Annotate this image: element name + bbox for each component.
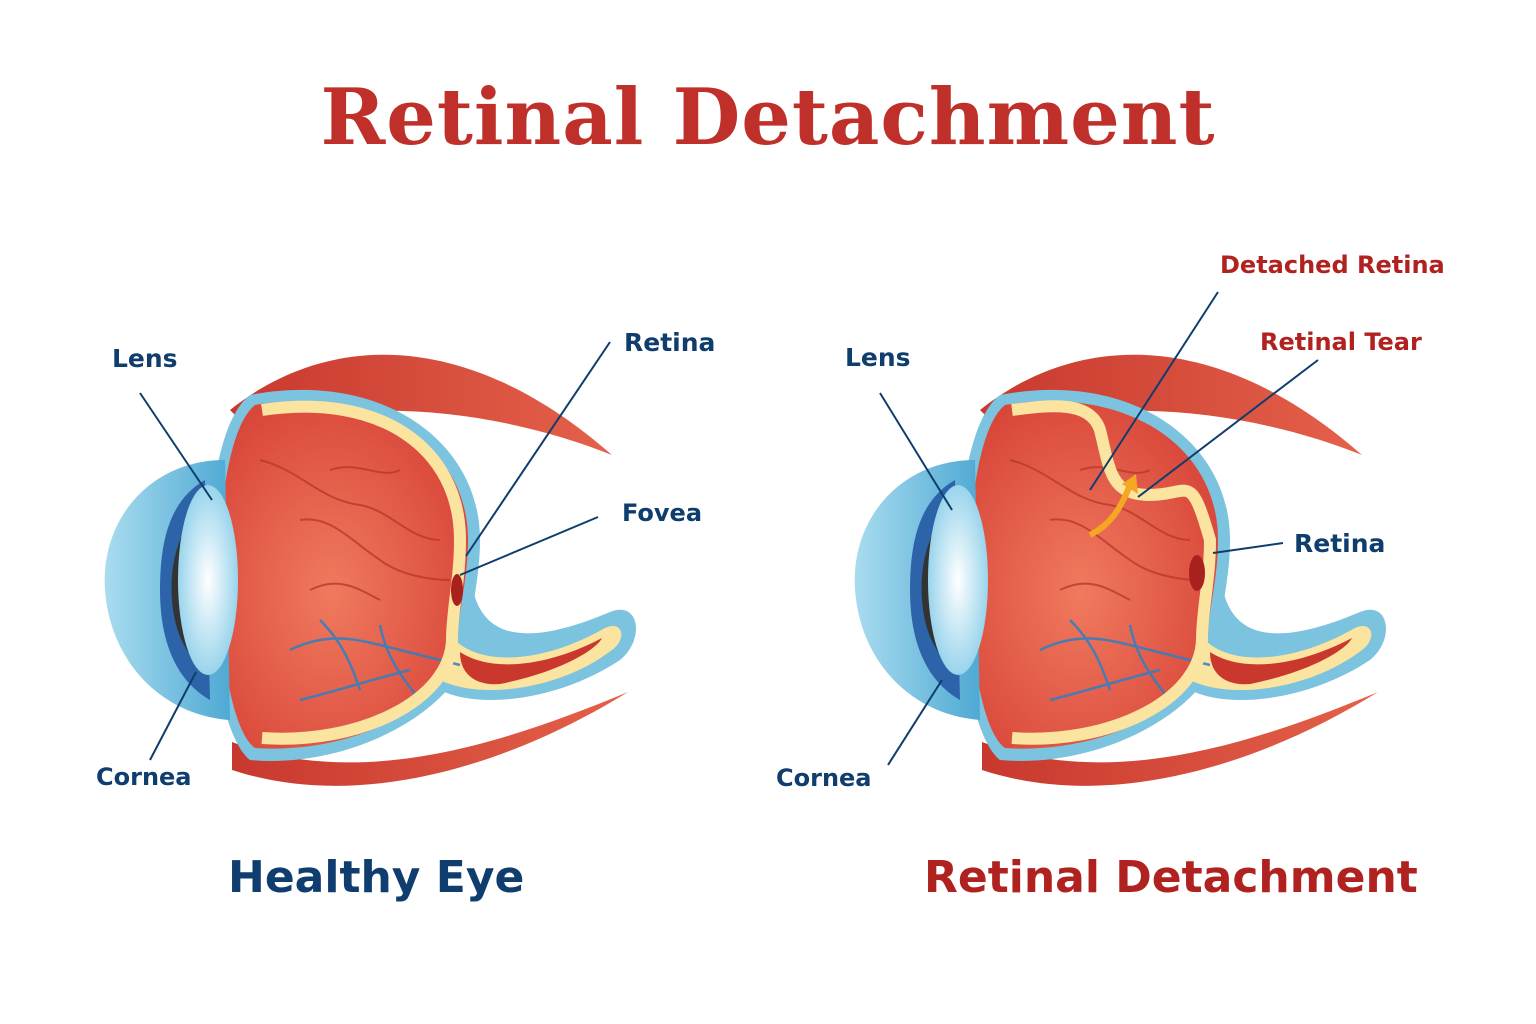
leader-lines (139, 291, 1319, 766)
caption-healthy-eye: Healthy Eye (228, 852, 525, 903)
healthy-eye-illustration (103, 353, 638, 788)
caption-retinal-detachment: Retinal Detachment (924, 852, 1418, 903)
label-cornea-healthy: Cornea (96, 763, 192, 791)
detachment-arrow (1088, 483, 1133, 538)
label-lens-healthy: Lens (112, 344, 178, 373)
label-retinal-tear: Retinal Tear (1260, 328, 1422, 356)
label-detached-retina: Detached Retina (1220, 251, 1445, 279)
label-fovea: Fovea (622, 499, 703, 527)
fovea-spot (451, 574, 463, 606)
label-retina-detached: Retina (1294, 529, 1386, 558)
label-lens-detached: Lens (845, 343, 911, 372)
label-retina-healthy: Retina (624, 328, 716, 357)
label-cornea-detached: Cornea (776, 764, 872, 792)
page-title: Retinal Detachment (320, 72, 1216, 163)
detached-eye-illustration (853, 353, 1388, 788)
